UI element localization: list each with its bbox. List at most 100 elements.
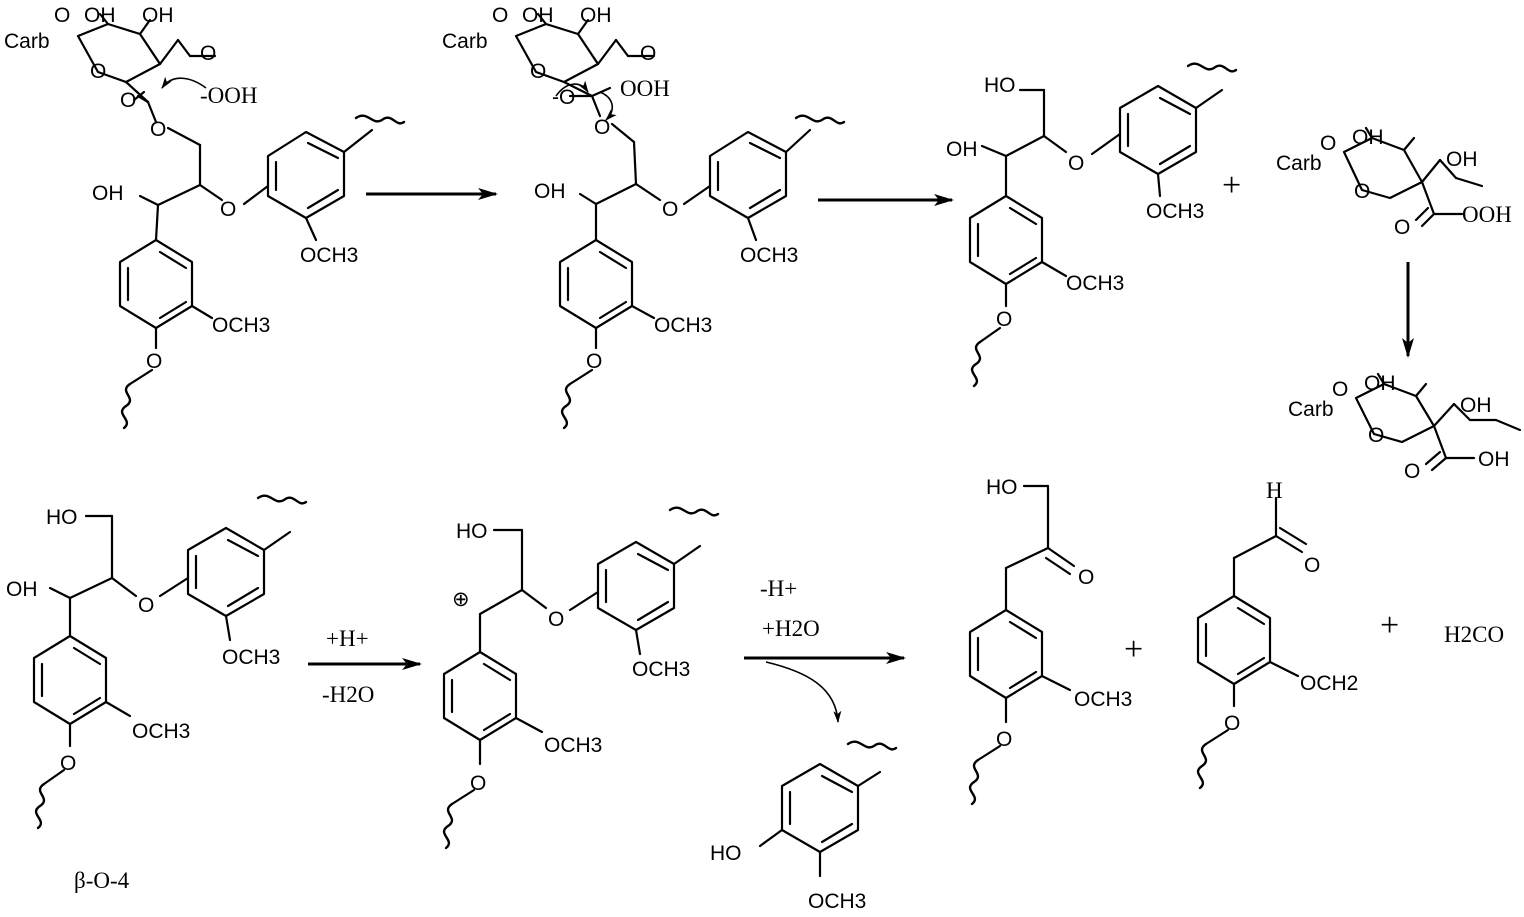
o-label: O bbox=[1368, 424, 1384, 447]
oh-label: OH bbox=[6, 578, 38, 601]
methoxy-label: OCH3 bbox=[740, 244, 798, 267]
protonation-label: +H+ bbox=[326, 626, 369, 651]
o-label: O bbox=[470, 772, 486, 795]
labels-ketone: HO O OCH3 O bbox=[986, 476, 1132, 751]
oh-label: OH bbox=[1446, 148, 1478, 171]
benzylic-carbocation bbox=[442, 506, 720, 850]
alkoxide-label: -O bbox=[552, 86, 575, 109]
o-label: O bbox=[146, 350, 162, 373]
o-label: O bbox=[1332, 378, 1348, 401]
deprotonation-label: -H+ bbox=[760, 576, 797, 601]
ester-o-label: O bbox=[594, 116, 610, 139]
hydration-label: +H2O bbox=[762, 616, 820, 641]
carbonyl-o-label: O bbox=[1394, 216, 1410, 239]
peroxy-label: OOH bbox=[1462, 202, 1512, 227]
oh-label: OH bbox=[946, 138, 978, 161]
ether-o-label: O bbox=[138, 594, 154, 617]
o-label: O bbox=[640, 42, 656, 65]
o-label: O bbox=[1320, 132, 1336, 155]
methoxy-label: OCH3 bbox=[300, 244, 358, 267]
o-label: O bbox=[586, 350, 602, 373]
labels-molecule-2: Carb O OH OH O O -O OOH O OH O OCH3 OCH3… bbox=[442, 4, 798, 373]
methoxy-label: OCH3 bbox=[1066, 272, 1124, 295]
ketone-o-label: O bbox=[1078, 566, 1094, 589]
aldehyde-h-label: H bbox=[1266, 478, 1283, 503]
dehydration-label: -H2O bbox=[322, 682, 374, 707]
oh-label: OH bbox=[580, 4, 612, 27]
aldehyde-product bbox=[1196, 496, 1308, 790]
oh-label: OH bbox=[522, 4, 554, 27]
o-label: O bbox=[90, 60, 106, 83]
tetrahedral-intermediate bbox=[514, 12, 846, 430]
acid-step-arrow: +H+ -H2O bbox=[308, 626, 422, 707]
o-label: O bbox=[54, 4, 70, 27]
formaldehyde-label: H2CO bbox=[1444, 622, 1504, 647]
o-label: O bbox=[996, 728, 1012, 751]
released-lignin-unit bbox=[968, 62, 1238, 388]
labels-molecule-1: Carb O OH OH O O -OOH O O OH O OCH3 OCH3… bbox=[4, 4, 358, 373]
o-label: O bbox=[60, 752, 76, 775]
positive-charge: ⊕ bbox=[452, 588, 470, 611]
lignin-carbohydrate-ester-1 bbox=[76, 12, 406, 430]
oh-label: OH bbox=[92, 182, 124, 205]
beta-o-4-caption: β-O-4 bbox=[74, 868, 130, 893]
carbonyl-o-label: O bbox=[120, 89, 136, 112]
peroxy-label: OOH bbox=[620, 76, 670, 101]
oh-label: OH bbox=[1352, 126, 1384, 149]
oh-label: OH bbox=[142, 4, 174, 27]
oh-label: OH bbox=[1460, 394, 1492, 417]
labels-beta-o-4: HO OH O OCH3 OCH3 O β-O-4 bbox=[6, 506, 280, 893]
ether-o-label: O bbox=[548, 608, 564, 631]
o-label: O bbox=[1224, 712, 1240, 735]
carb-label: Carb bbox=[4, 30, 50, 53]
methylene-oxy-label: OCH2 bbox=[1300, 672, 1358, 695]
aldehyde-o-label: O bbox=[1304, 554, 1320, 577]
methoxy-label: OCH3 bbox=[132, 720, 190, 743]
ether-o-label: O bbox=[1068, 152, 1084, 175]
oh-label: OH bbox=[1364, 372, 1396, 395]
hydration-step-arrow: -H+ +H2O bbox=[744, 576, 906, 723]
oh-label: OH bbox=[1478, 448, 1510, 471]
labels-guaiacol: HO OCH3 bbox=[710, 842, 866, 913]
plus-sign: + bbox=[1222, 167, 1241, 204]
labels-carbocation: HO ⊕ O OCH3 OCH3 O bbox=[452, 520, 690, 795]
ether-o-label: O bbox=[662, 198, 678, 221]
ho-label: HO bbox=[46, 506, 78, 529]
methoxy-label: OCH3 bbox=[808, 890, 866, 913]
o-label: O bbox=[492, 4, 508, 27]
carb-label: Carb bbox=[1288, 398, 1334, 421]
methoxy-label: OCH3 bbox=[654, 314, 712, 337]
carb-label: Carb bbox=[442, 30, 488, 53]
beta-o-4-model bbox=[32, 494, 308, 830]
hibbert-ketone-product bbox=[968, 484, 1076, 806]
ho-label: HO bbox=[984, 74, 1016, 97]
labels-product-3: HO OH O OCH3 OCH3 O bbox=[946, 74, 1204, 331]
methoxy-label: OCH3 bbox=[1074, 688, 1132, 711]
plus-sign: + bbox=[1124, 631, 1143, 668]
labels-peracid: Carb O OH OH O O OOH bbox=[1276, 126, 1512, 239]
plus-sign: + bbox=[1380, 607, 1399, 644]
carb-label: Carb bbox=[1276, 152, 1322, 175]
ho-label: HO bbox=[986, 476, 1018, 499]
o-label: O bbox=[530, 60, 546, 83]
methoxy-label: OCH3 bbox=[632, 658, 690, 681]
methoxy-label: OCH3 bbox=[1146, 200, 1204, 223]
ester-o-label: O bbox=[150, 118, 166, 141]
methoxy-label: OCH3 bbox=[544, 734, 602, 757]
oh-label: OH bbox=[84, 4, 116, 27]
oh-label: OH bbox=[534, 180, 566, 203]
labels-acid: Carb O OH OH O O OH bbox=[1288, 372, 1510, 483]
carbonyl-o-label: O bbox=[1404, 460, 1420, 483]
hydroperoxide-anion-label: -OOH bbox=[200, 83, 258, 108]
ho-label: HO bbox=[710, 842, 742, 865]
methoxy-label: OCH3 bbox=[222, 646, 280, 669]
o-label: O bbox=[200, 42, 216, 65]
carbohydrate-acid bbox=[1354, 372, 1522, 472]
o-label: O bbox=[996, 308, 1012, 331]
ether-o-label: O bbox=[220, 198, 236, 221]
guaiacol-product bbox=[758, 740, 898, 878]
methoxy-label: OCH3 bbox=[212, 314, 270, 337]
labels-aldehyde: H O OCH2 O bbox=[1224, 478, 1358, 735]
